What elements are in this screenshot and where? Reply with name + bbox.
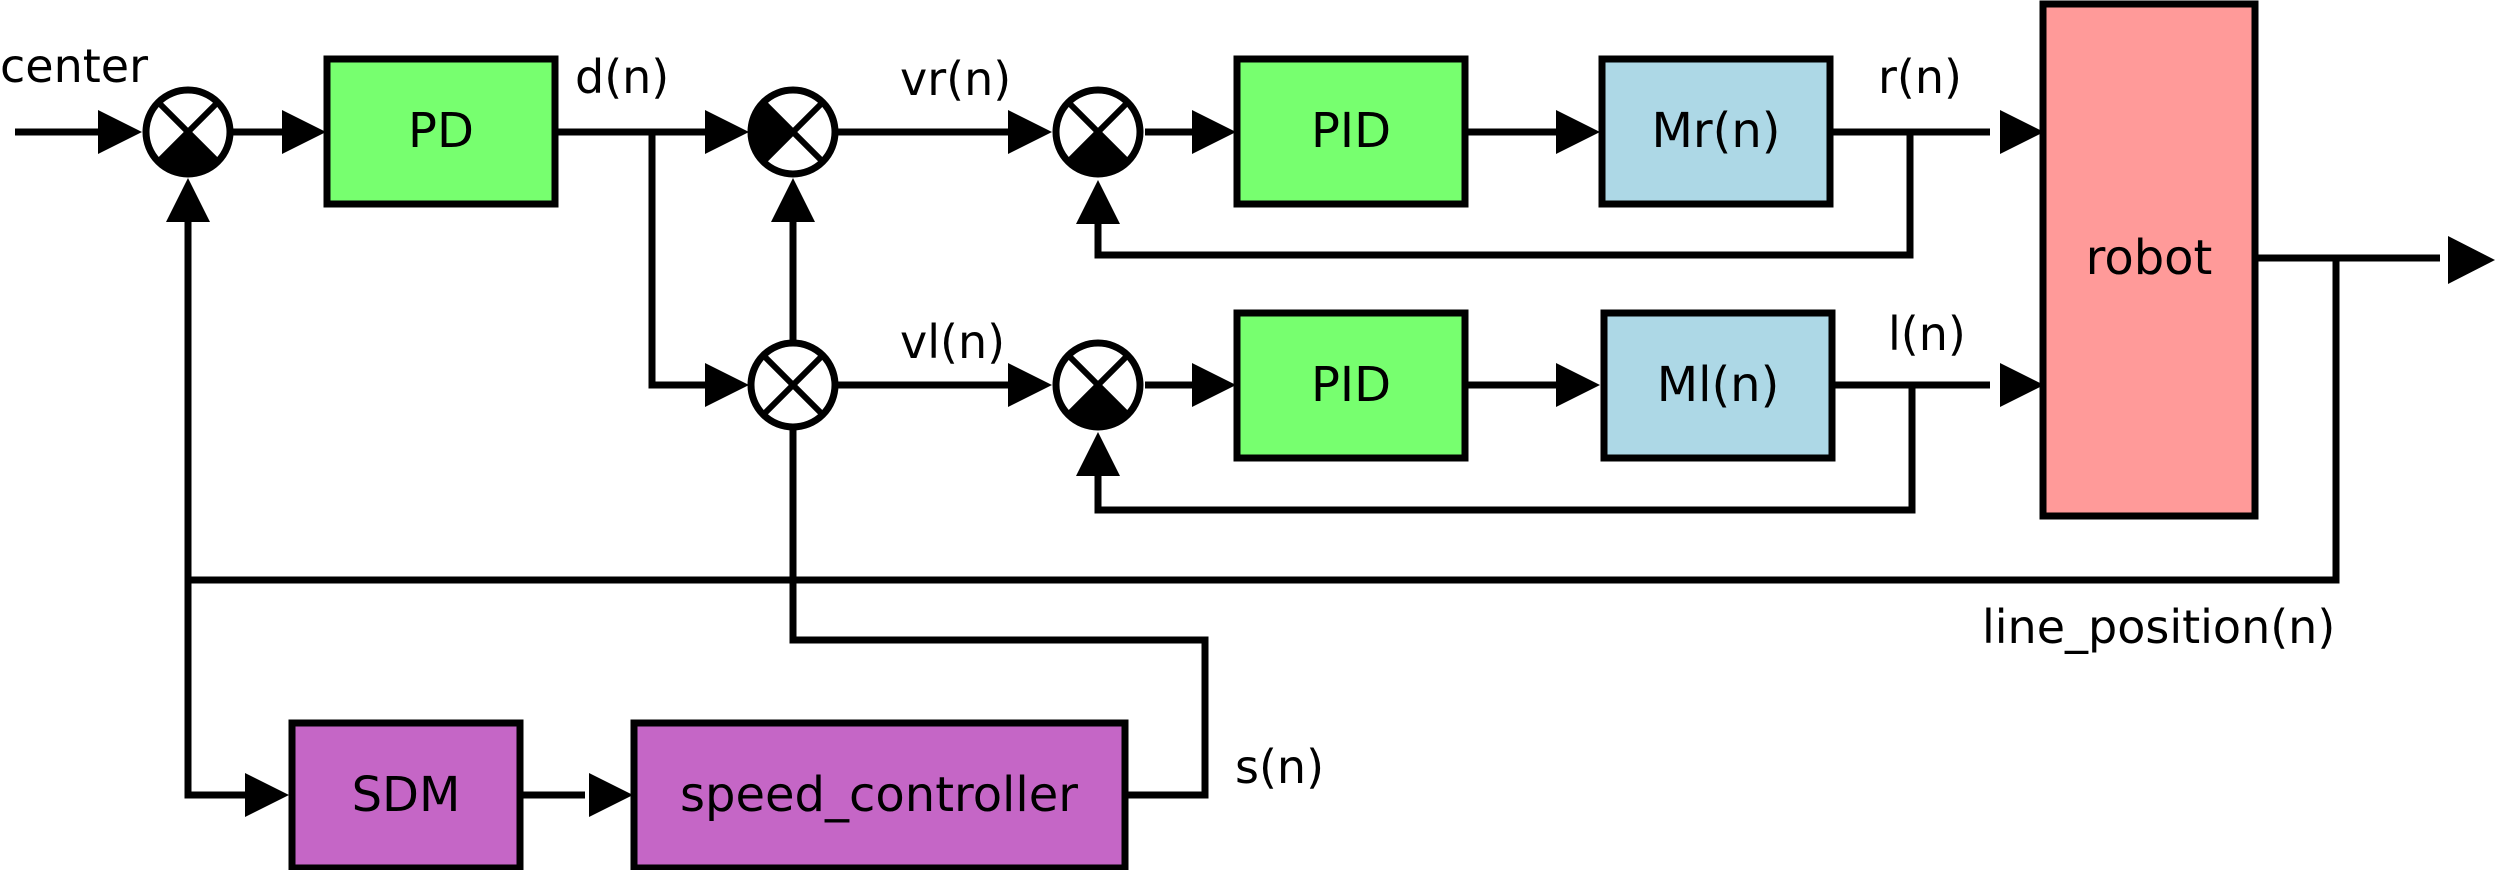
label-l: l(n): [1888, 307, 1966, 361]
pd-block: PD: [323, 55, 559, 208]
label-d: d(n): [575, 50, 669, 104]
arrow-to-speed-controller: [589, 773, 633, 817]
motor-right-block: Mr(n): [1598, 55, 1834, 208]
arrow-to-pd: [282, 110, 326, 154]
arrow-to-sum5: [1008, 363, 1052, 407]
pid-left-block: PID: [1233, 309, 1469, 462]
arrow-to-sum4: [1008, 110, 1052, 154]
summing-junction-1: [142, 86, 234, 178]
summing-junction-2: [747, 86, 839, 178]
arrow-feedback-r: [1076, 180, 1120, 224]
sdm-block-label: SDM: [352, 767, 461, 823]
pid-right-block-label: PID: [1311, 103, 1391, 159]
pd-block-label: PD: [408, 103, 474, 159]
summing-junction-4: [1052, 86, 1144, 178]
arrow-to-pid-l: [1192, 363, 1236, 407]
pid-left-block-label: PID: [1311, 357, 1391, 413]
sdm-block: SDM: [288, 719, 524, 870]
arrow-output: [2448, 236, 2495, 284]
robot-block-label: robot: [2086, 230, 2213, 286]
label-vl: vl(n): [900, 315, 1005, 369]
arrow-to-sum3: [705, 363, 749, 407]
pid-right-block: PID: [1233, 55, 1469, 208]
summing-junction-3: [747, 339, 839, 431]
arrow-center-in: [98, 110, 142, 154]
label-center: center: [0, 39, 148, 93]
arrow-to-sdm: [245, 773, 289, 817]
label-r: r(n): [1878, 50, 1962, 104]
speed-controller-block-label: speed_controller: [680, 767, 1078, 823]
arrow-to-mr: [1556, 110, 1600, 154]
label-s: s(n): [1235, 740, 1324, 794]
arrow-to-ml: [1556, 363, 1600, 407]
arrow-to-robot-r: [2000, 110, 2044, 154]
label-vr: vr(n): [900, 52, 1011, 106]
speed-controller-block: speed_controller: [630, 719, 1129, 870]
motor-left-block: Ml(n): [1600, 309, 1836, 462]
arrow-to-pid-r: [1192, 110, 1236, 154]
arrow-to-sum2: [705, 110, 749, 154]
arrow-speed-feedback: [771, 178, 815, 222]
summing-junction-5: [1052, 339, 1144, 431]
signal-wires: [15, 128, 2440, 799]
arrowheads: [98, 110, 2495, 817]
arrow-feedback-l: [1076, 432, 1120, 476]
arrow-line-position-feedback: [166, 178, 210, 222]
label-line-position: line_position(n): [1982, 600, 2335, 654]
robot-block: robot: [2039, 0, 2259, 520]
motor-left-block-label: Ml(n): [1657, 357, 1780, 413]
motor-right-block-label: Mr(n): [1651, 103, 1780, 159]
arrow-to-robot-l: [2000, 363, 2044, 407]
